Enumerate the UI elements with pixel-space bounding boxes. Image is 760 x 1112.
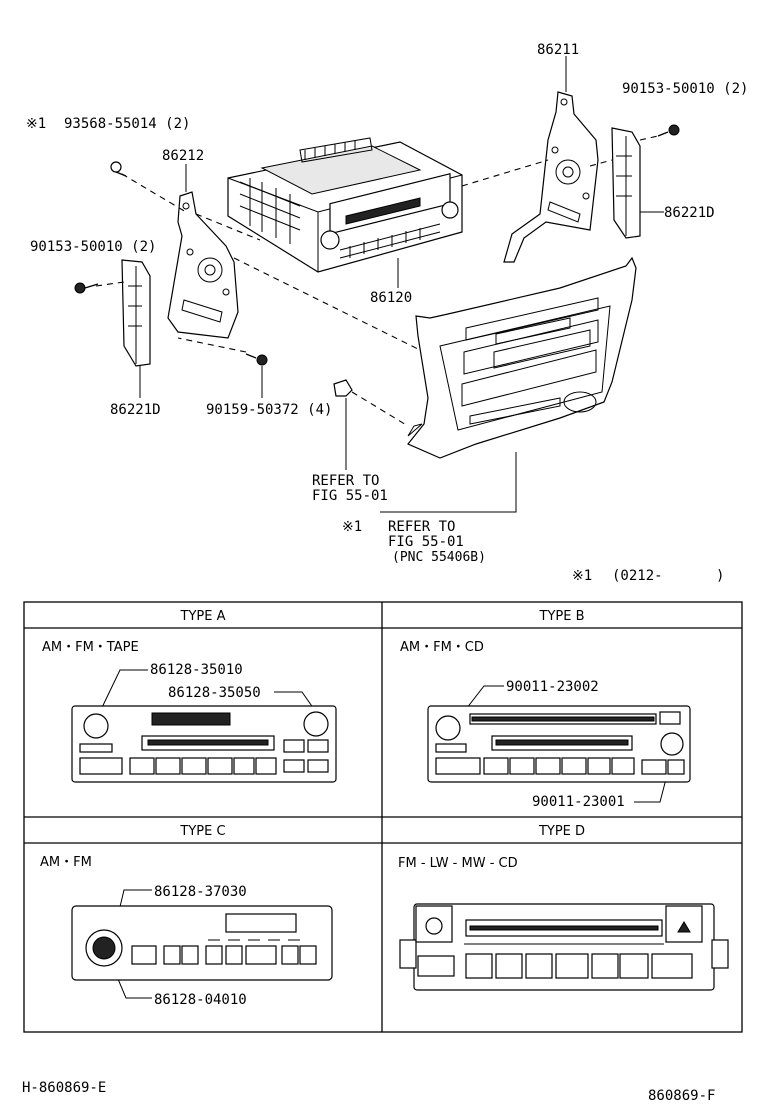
type-d-bands: FM - LW - MW - CD bbox=[398, 856, 518, 871]
type-d-header: TYPE D bbox=[538, 824, 585, 839]
ref-mark-2: ※1 bbox=[342, 519, 362, 535]
label-86120: 86120 bbox=[370, 290, 412, 306]
type-a-part-1: 86128-35010 bbox=[150, 662, 243, 678]
label-90153-right: 90153-50010 (2) bbox=[622, 81, 748, 97]
label-86212: 86212 bbox=[162, 148, 204, 164]
radio-receiver-assembly bbox=[227, 137, 463, 273]
type-c-header: TYPE C bbox=[179, 824, 225, 839]
type-a-part-2: 86128-35050 bbox=[168, 685, 261, 701]
screw-90159-icon bbox=[245, 353, 268, 366]
refer-to-2-line1: REFER TO bbox=[388, 519, 455, 535]
assembly-lines bbox=[95, 135, 659, 427]
label-90153-left: 90153-50010 (2) bbox=[30, 239, 156, 255]
note-date: (0212- bbox=[612, 568, 663, 584]
label-86221D-right: 86221D bbox=[664, 205, 715, 221]
type-b-part-1: 90011-23002 bbox=[506, 679, 599, 695]
refer-to-2-line2: FIG 55-01 bbox=[388, 534, 464, 550]
note-close: ) bbox=[716, 568, 724, 584]
clip-icon bbox=[333, 379, 353, 397]
bolt-90153-left-icon bbox=[74, 282, 99, 294]
type-c-bands: AM・FM bbox=[40, 855, 92, 870]
screw-93568-icon bbox=[110, 161, 127, 177]
label-86211: 86211 bbox=[537, 42, 579, 58]
right-side-plate-86221D bbox=[611, 127, 641, 239]
ref-mark-1: ※1 bbox=[26, 116, 46, 132]
radio-type-c-faceplate bbox=[71, 905, 333, 981]
label-93568: 93568-55014 (2) bbox=[64, 116, 190, 132]
type-b-header: TYPE B bbox=[539, 609, 585, 624]
label-90159: 90159-50372 (4) bbox=[206, 402, 332, 418]
fasteners bbox=[74, 124, 680, 397]
right-bracket-86211 bbox=[503, 91, 599, 263]
footer-right-code: 860869-F bbox=[648, 1088, 715, 1104]
footer: H-860869-E 860869-F bbox=[22, 1080, 715, 1104]
type-a-cell: AM・FM・TAPE 86128-35010 86128-35050 bbox=[42, 640, 337, 783]
types-table: TYPE A TYPE B TYPE C TYPE D AM・FM・TAPE 8… bbox=[23, 601, 743, 1033]
leader-lines bbox=[139, 56, 664, 513]
type-b-cell: AM・FM・CD 90011-23002 90011-23001 bbox=[400, 640, 691, 810]
left-bracket-86212 bbox=[167, 191, 239, 339]
exploded-view: 86211 90153-50010 (2) 86221D ※1 93568-55… bbox=[26, 42, 748, 584]
type-c-part-1: 86128-37030 bbox=[154, 884, 247, 900]
type-b-part-2: 90011-23001 bbox=[532, 794, 625, 810]
type-b-bands: AM・FM・CD bbox=[400, 640, 484, 655]
radio-type-d-faceplate bbox=[399, 903, 729, 991]
footer-left-code: H-860869-E bbox=[22, 1080, 106, 1096]
center-trim-panel bbox=[407, 256, 637, 459]
refer-to-1-line2: FIG 55-01 bbox=[312, 488, 388, 504]
radio-type-b-faceplate bbox=[427, 705, 691, 783]
label-86221D-left: 86221D bbox=[110, 402, 161, 418]
type-a-bands: AM・FM・TAPE bbox=[42, 640, 139, 655]
type-c-cell: AM・FM 86128-37030 86128-04010 bbox=[40, 855, 333, 1008]
type-c-part-2: 86128-04010 bbox=[154, 992, 247, 1008]
left-side-plate-86221D bbox=[121, 259, 151, 367]
bolt-90153-right-icon bbox=[657, 124, 680, 137]
refer-to-1-line1: REFER TO bbox=[312, 473, 379, 489]
refer-to-2-line3: (PNC 55406B) bbox=[392, 550, 486, 565]
radio-type-a-faceplate bbox=[71, 705, 337, 783]
type-a-header: TYPE A bbox=[180, 609, 226, 624]
type-d-cell: FM - LW - MW - CD bbox=[398, 856, 729, 991]
part-labels: 86211 90153-50010 (2) 86221D ※1 93568-55… bbox=[26, 42, 748, 584]
note-mark: ※1 bbox=[572, 568, 592, 584]
